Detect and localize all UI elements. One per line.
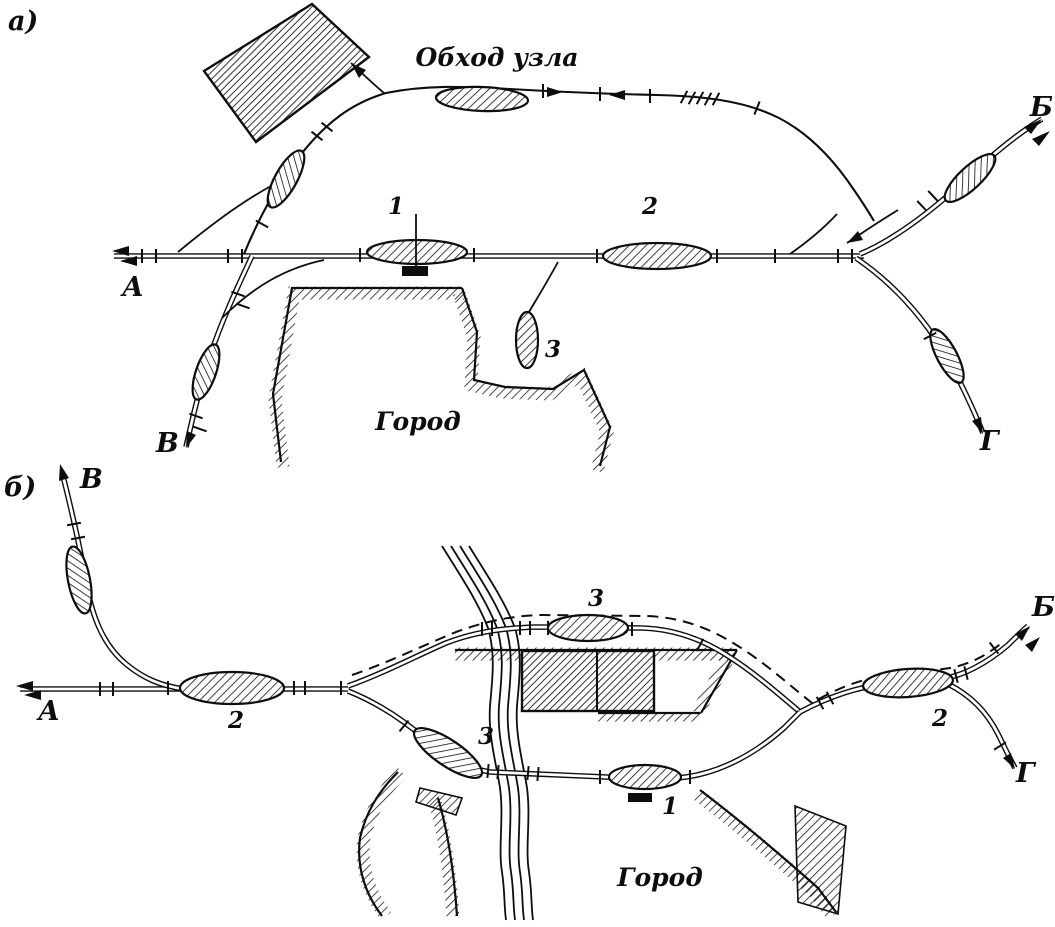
v-approach-station-a [191,343,221,401]
station-3-upper-label: 3 [588,585,604,612]
station-3-label-a: 3 [545,336,561,363]
bypass-line [243,85,875,255]
bypass-label: Обход узла [416,43,579,72]
station-1-building-b [628,793,652,802]
arrow-bypass-west [609,90,625,100]
station-1-building [402,266,428,276]
bypass-station-a [434,85,530,113]
station-1-label-b: 1 [662,793,678,820]
approach-b-label-a: Б [1029,92,1053,123]
hatched-patch-left [415,787,464,817]
scheme-b: б) В А Б Г 2 2 3 3 1 Город [4,464,1055,921]
station-2-right-label: 2 [931,705,948,732]
hatched-patch-right [794,804,847,916]
industrial-zone-b [455,646,739,722]
approach-g-label-b: Г [1015,758,1037,789]
connector-main-to-bypass [789,213,838,255]
connector-v-to-east [221,259,325,319]
station-1-b [607,763,683,791]
stations-b [65,545,955,802]
branch-station-a [266,149,306,209]
approach-a-label-a: А [120,272,144,303]
arrow-b-end-2-b [1025,637,1040,652]
scheme-a: а) Обход узла А Б В Г 1 2 3 Город [8,2,1053,473]
river [441,545,534,921]
station-1-a [365,238,469,266]
station-2-left [178,670,286,706]
arrow-v-end [186,431,196,448]
approach-g-label-a: Г [979,426,1001,457]
planned-line-dashed [351,613,1005,705]
station-3-lower-label: 3 [478,723,494,750]
approach-a-label-b: А [36,696,60,727]
panel-b-label: б) [4,472,36,503]
arrow-spur [351,63,366,78]
arrow-g-end [972,417,983,434]
approach-b-label-b: Б [1031,592,1055,623]
arrow-v-end-b [59,464,69,481]
industrial-area-b [520,649,656,713]
direction-arrows-a [112,63,1050,448]
arrow-g-end-b [1003,753,1015,769]
industrial-area-a [202,2,371,144]
arrow-a-west-1 [112,246,129,256]
station-1-label-a: 1 [388,193,404,220]
station-3-a [514,310,540,370]
city-boundary-b [356,767,847,920]
arrow-a-west-2-b [24,690,41,700]
panel-a-label: а) [8,6,38,37]
city-boundary-a [268,286,614,473]
station-3-lower [412,727,484,779]
station-2-a [601,241,713,271]
approach-v-label-b: В [79,464,103,495]
arrow-b-end-1-b [1015,626,1030,641]
b-approach-station-a [943,152,997,204]
station-2-left-label: 2 [227,707,244,734]
station-2-label-a: 2 [641,193,658,220]
arrow-connector [847,231,863,243]
arrow-b-end-2 [1032,131,1050,146]
station-2-right [861,667,955,699]
arrow-bypass-east [547,87,563,97]
g-approach-station-a [929,327,965,385]
stations-a [191,85,997,401]
arrow-b-end-1 [1024,119,1042,134]
tracks-b [20,472,1028,779]
direction-arrows-b [16,464,1040,769]
approach-v-label-a: В [155,428,179,459]
arrow-a-west-1-b [16,681,33,691]
tracks-a [114,62,1042,447]
arrow-a-west-2 [120,256,137,266]
station-3-upper [546,613,630,643]
v-approach-station-b [65,545,93,615]
city-label-a: Город [374,407,460,436]
city-label-b: Город [616,863,702,892]
connector-to-station-3 [528,261,559,313]
